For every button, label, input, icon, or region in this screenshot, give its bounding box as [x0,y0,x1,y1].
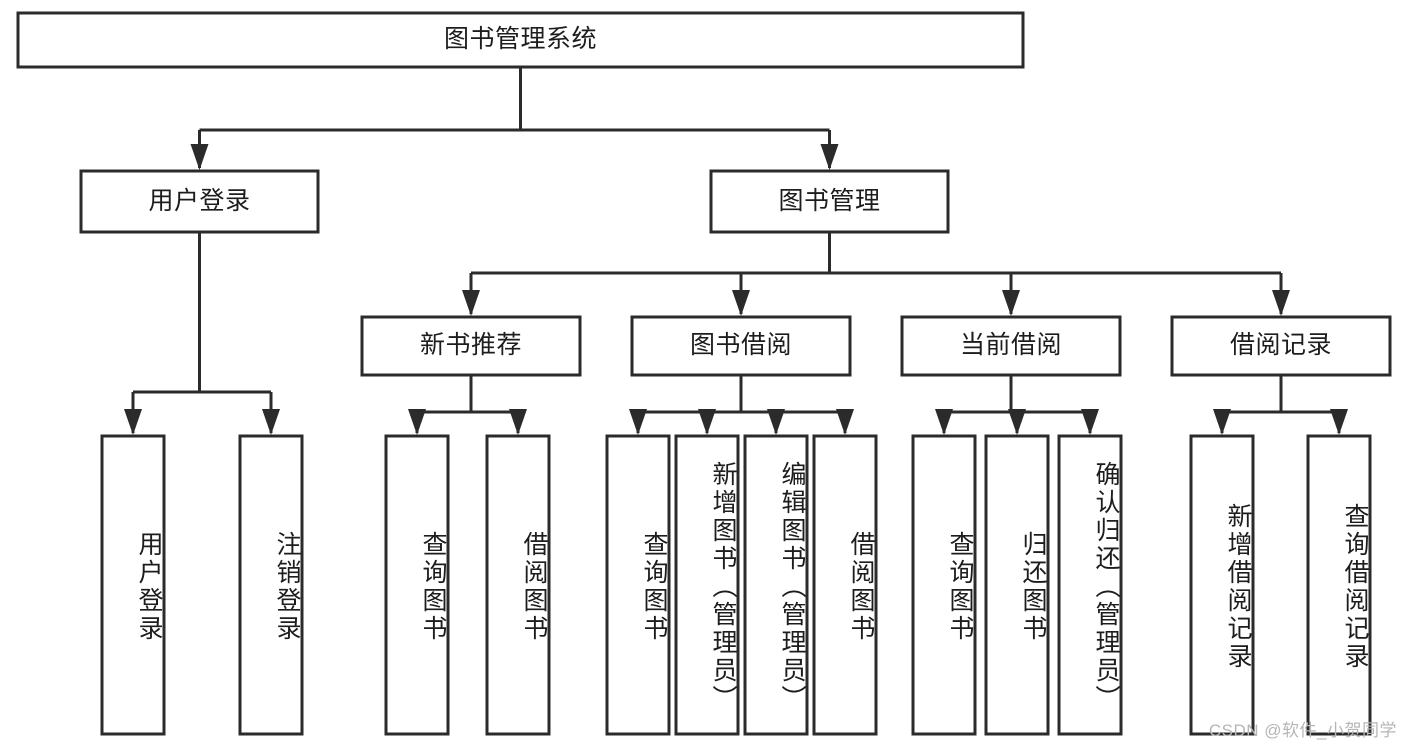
leaf-node-6[interactable] [743,434,809,736]
arrowhead-icon [509,409,527,435]
leaf-node-3[interactable] [485,434,551,736]
arrowhead-icon [408,409,426,435]
arrowhead-icon [935,409,953,435]
arrowhead-icon [1272,290,1290,316]
leaf-node-10[interactable] [1057,434,1123,736]
arrowhead-icon [1330,409,1348,435]
level3-node-0[interactable] [360,315,582,377]
arrowhead-icon [262,409,280,435]
node-boxes [16,11,1392,736]
leaf-node-5[interactable] [674,434,740,736]
arrowhead-icon [836,409,854,435]
arrowhead-icon [1081,409,1099,435]
level2-node-0[interactable] [79,169,320,234]
level3-node-3[interactable] [1170,315,1392,377]
arrowhead-icon [698,409,716,435]
leaf-node-4[interactable] [605,434,671,736]
arrowhead-icon [190,144,209,170]
arrowhead-icon [767,409,785,435]
leaf-node-7[interactable] [812,434,878,736]
leaf-node-11[interactable] [1189,434,1255,736]
leaf-node-1[interactable] [238,434,304,736]
watermark-text: CSDN @软件_小贺同学 [1208,721,1397,740]
arrowhead-icon [732,290,750,316]
arrowhead-icon [462,290,480,316]
arrowhead-icon [124,409,142,435]
level2-node-1[interactable] [709,169,950,234]
level3-node-2[interactable] [900,315,1122,377]
arrowhead-icon [820,144,839,170]
leaf-node-12[interactable] [1306,434,1372,736]
level3-node-1[interactable] [630,315,852,377]
arrowhead-icon [629,409,647,435]
leaf-node-9[interactable] [984,434,1050,736]
leaf-node-0[interactable] [100,434,166,736]
root-node-book-management-system[interactable] [16,11,1025,69]
arrowhead-icon [1008,409,1026,435]
arrowhead-icon [1213,409,1231,435]
arrowhead-icon [1002,290,1020,316]
leaf-node-8[interactable] [911,434,977,736]
connector-lines [124,67,1348,435]
leaf-node-2[interactable] [384,434,450,736]
